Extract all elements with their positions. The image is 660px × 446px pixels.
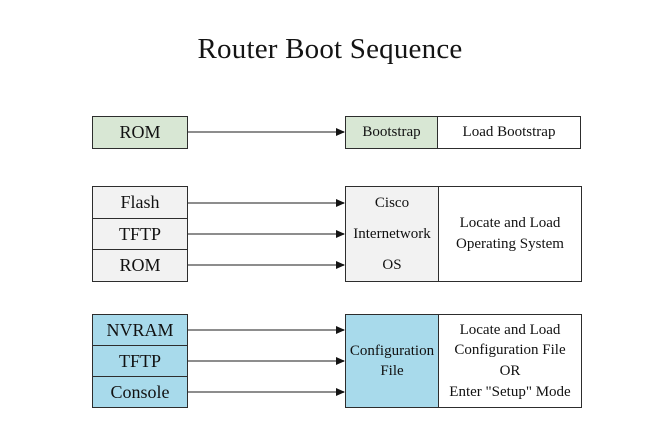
- configuration-file-cell: Configuration File: [346, 315, 439, 407]
- process-box-ios: Cisco Internetwork OS Locate and Load Op…: [345, 186, 582, 282]
- component-line: Internetwork: [353, 225, 431, 242]
- component-line: Cisco: [374, 194, 410, 211]
- action-line: Configuration File: [454, 342, 566, 359]
- process-box-config: Configuration File Locate and Load Confi…: [345, 314, 582, 408]
- source-label: TFTP: [118, 350, 161, 371]
- source-stack-config: NVRAM TFTP Console: [92, 314, 188, 408]
- source-box-tftp2: TFTP: [93, 345, 187, 376]
- source-box-console: Console: [93, 376, 187, 407]
- source-label: ROM: [119, 255, 161, 276]
- action-line: Enter "Setup" Mode: [449, 383, 571, 400]
- component-line: File: [380, 363, 404, 379]
- source-box-nvram: NVRAM: [93, 315, 187, 345]
- source-box-flash: Flash: [93, 187, 187, 218]
- source-label: ROM: [119, 122, 161, 142]
- source-stack-os: Flash TFTP ROM: [92, 186, 188, 282]
- action-line: Locate and Load: [459, 321, 561, 338]
- load-os-cell: Locate and Load Operating System: [439, 187, 581, 281]
- component-line: Bootstrap: [362, 124, 421, 141]
- load-bootstrap-cell: Load Bootstrap: [438, 117, 580, 148]
- source-label: Flash: [120, 191, 160, 212]
- diagram-title: Router Boot Sequence: [197, 33, 463, 65]
- load-config-cell: Locate and Load Configuration File OR En…: [439, 315, 581, 407]
- action-line: Load Bootstrap: [462, 124, 556, 141]
- process-box-bootstrap: Bootstrap Load Bootstrap: [345, 116, 581, 149]
- component-line: OS: [382, 257, 402, 274]
- source-box-tftp: TFTP: [93, 217, 187, 250]
- component-line: Configuration: [349, 342, 435, 359]
- action-line: Operating System: [456, 236, 564, 252]
- source-box-rom: ROM: [92, 116, 188, 149]
- source-label: NVRAM: [106, 319, 174, 340]
- source-label: Console: [110, 381, 170, 402]
- bootstrap-cell: Bootstrap: [346, 117, 438, 148]
- source-label: TFTP: [118, 223, 161, 244]
- cisco-ios-cell: Cisco Internetwork OS: [346, 187, 439, 281]
- source-box-rom2: ROM: [93, 249, 187, 282]
- action-line: Locate and Load: [459, 215, 561, 232]
- action-line: OR: [499, 363, 521, 379]
